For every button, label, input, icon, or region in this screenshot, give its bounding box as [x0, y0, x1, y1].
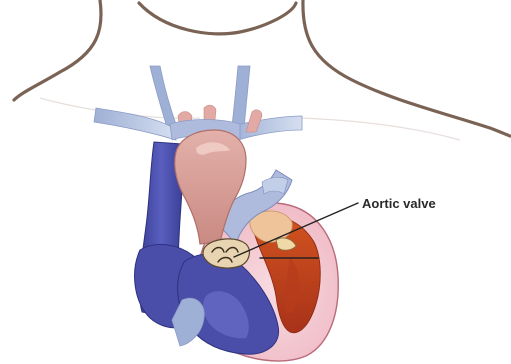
neck-collar-curve: [139, 3, 296, 34]
aortic-valve-label: Aortic valve: [362, 196, 436, 211]
right-neck-line: [303, 0, 510, 136]
left-neck-line: [14, 0, 101, 100]
right-jugular-vein: [232, 66, 250, 128]
upper-vessels: [94, 66, 302, 140]
